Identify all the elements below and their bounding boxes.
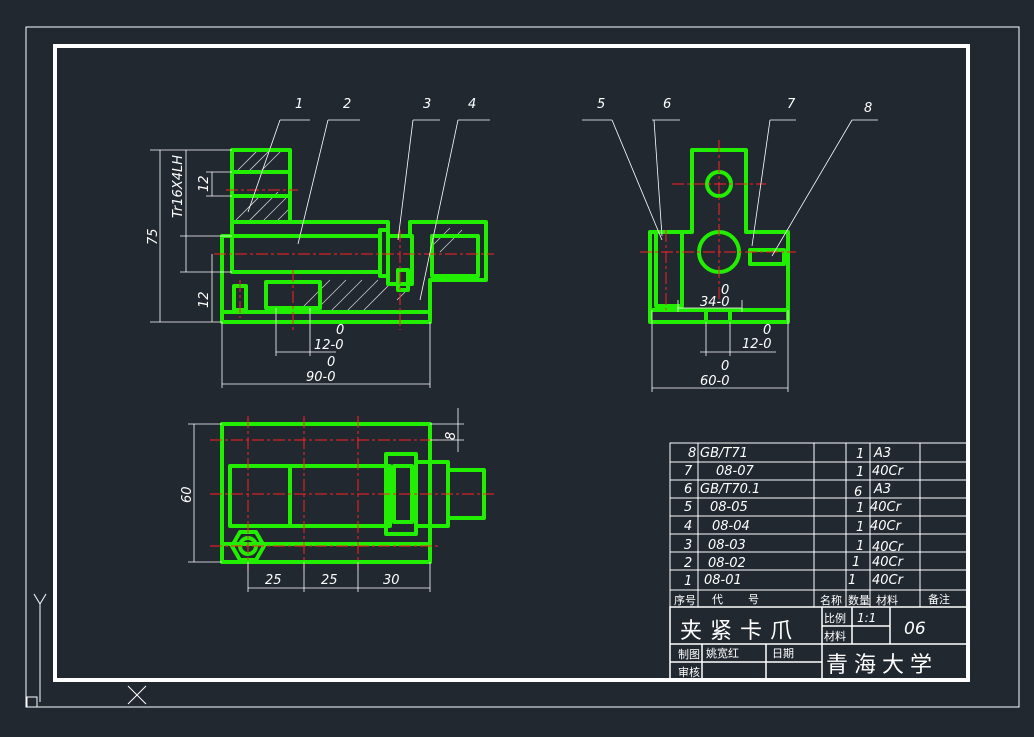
bom-row-code: 08-02 (708, 556, 746, 571)
bom-row-seq: 6 (684, 482, 692, 497)
title-block-grid (669, 606, 969, 681)
bom-row-qty: 1 (848, 573, 856, 588)
drawn-by: 姚宽红 (706, 646, 739, 660)
bom-row-code: 08-01 (704, 573, 742, 588)
bom-row-qty: 6 (854, 485, 862, 500)
bom-row-material: A3 (873, 482, 891, 497)
drawing-number: 06 (904, 619, 926, 639)
review-label: 审核 (678, 665, 700, 679)
bom-row-material: 40Cr (872, 555, 905, 570)
bom-row-seq: 5 (684, 500, 692, 515)
side-dim-34-0: 34-0 (700, 295, 730, 310)
bom-row-material: 40Cr (872, 540, 905, 555)
bom-row-seq: 8 (688, 446, 696, 461)
bom-grid (669, 442, 969, 608)
bom-row-code: 08-05 (710, 500, 748, 515)
material-label: 材料 (824, 629, 846, 643)
title-block[interactable]: 夹紧卡爪 比例 1:1 材料 06 制图 姚宽红 日期 审核 青海大学 (669, 606, 969, 681)
balloon-3: 3 (423, 97, 431, 112)
bom-header-name: 名称 (820, 593, 842, 607)
balloon-4: 4 (468, 97, 476, 112)
dim-90-0: 90-0 (306, 370, 336, 385)
dim-12-upper: 12 (197, 175, 212, 192)
dim-75: 75 (146, 228, 161, 245)
bom-row-material: A3 (873, 446, 891, 461)
date-label: 日期 (772, 647, 794, 660)
scale-value: 1:1 (857, 611, 876, 625)
bom-header-seq: 序号 (674, 593, 696, 607)
outer-sheet-border (25, 26, 1020, 708)
balloon-8: 8 (864, 101, 872, 116)
dim-thread: Tr16X4LH (171, 155, 186, 218)
front-centerlines (214, 189, 494, 330)
bom-row-seq: 4 (684, 519, 692, 534)
scale-label: 比例 (824, 611, 846, 625)
side-view[interactable]: 5 6 7 8 0 34-0 0 12-0 0 60-0 (582, 97, 878, 392)
top-centerlines (210, 416, 494, 570)
side-centerlines (640, 140, 796, 310)
bom-header-code: 代 (712, 593, 723, 606)
front-view[interactable]: 1 2 3 4 Tr16X4LH 12 75 12 0 12-0 0 90-0 (146, 97, 494, 388)
bom-row-qty: 1 (856, 447, 864, 462)
inner-frame-border (53, 44, 970, 682)
side-dim-zero-3: 0 (721, 359, 729, 374)
bom-header-code2: 号 (748, 593, 759, 606)
top-outline (220, 422, 486, 564)
balloon-5: 5 (597, 97, 605, 112)
top-dim-lines (188, 408, 464, 592)
bom-row-code: 08-04 (712, 519, 750, 534)
bom-table[interactable]: 8 GB/T71 1 A3 7 08-07 1 40Cr 6 GB/T70.1 … (669, 442, 969, 608)
side-leaders (582, 119, 878, 392)
top-view[interactable]: 8 60 25 25 30 (180, 408, 494, 592)
bom-row-seq: 2 (684, 556, 692, 571)
drawn-label: 制图 (678, 648, 700, 661)
bom-row-material: 40Cr (870, 519, 903, 534)
dim-zero-1: 0 (336, 323, 344, 338)
bom-row-qty: 1 (852, 555, 860, 570)
balloon-1: 1 (295, 97, 303, 112)
bom-row-code: GB/T71 (700, 446, 748, 461)
bom-row-material: 40Cr (870, 500, 903, 515)
dim-12-lower: 12 (197, 291, 212, 308)
bom-row-seq: 1 (684, 574, 692, 589)
top-dim-8: 8 (444, 432, 459, 440)
bom-row-qty: 1 (856, 520, 864, 535)
top-dim-25a: 25 (265, 573, 282, 588)
top-dim-60: 60 (180, 486, 195, 503)
balloon-2: 2 (343, 97, 351, 112)
bom-row-code: 08-03 (708, 538, 746, 553)
dim-12-0: 12-0 (314, 338, 344, 353)
ucs-icon (26, 593, 147, 708)
bom-row-seq: 7 (684, 464, 693, 479)
bom-row-code: 08-07 (716, 464, 755, 479)
bom-row-material: 40Cr (872, 573, 905, 588)
top-dim-30: 30 (383, 573, 400, 588)
bom-row-code: GB/T70.1 (700, 482, 760, 497)
bom-header-material: 材料 (876, 593, 898, 607)
bom-header-note: 备注 (928, 592, 950, 606)
dim-zero-2: 0 (327, 355, 335, 370)
bom-header-qty: 数量 (848, 594, 870, 607)
bom-row-qty: 1 (856, 501, 864, 516)
side-dim-zero-1: 0 (721, 283, 729, 298)
side-dim-12-0: 12-0 (742, 337, 772, 352)
bom-row-qty: 1 (856, 539, 864, 554)
school-name: 青海大学 (826, 653, 938, 678)
side-dim-60-0: 60-0 (700, 374, 730, 389)
bom-row-material: 40Cr (872, 464, 905, 479)
top-dim-25b: 25 (321, 573, 338, 588)
balloon-7: 7 (787, 97, 796, 112)
side-dim-zero-2: 0 (763, 323, 771, 338)
bom-row-seq: 3 (684, 538, 692, 553)
balloon-6: 6 (663, 97, 671, 112)
bom-row-qty: 1 (856, 465, 864, 480)
front-leaders (150, 119, 490, 388)
drawing-title: 夹紧卡爪 (680, 619, 800, 644)
